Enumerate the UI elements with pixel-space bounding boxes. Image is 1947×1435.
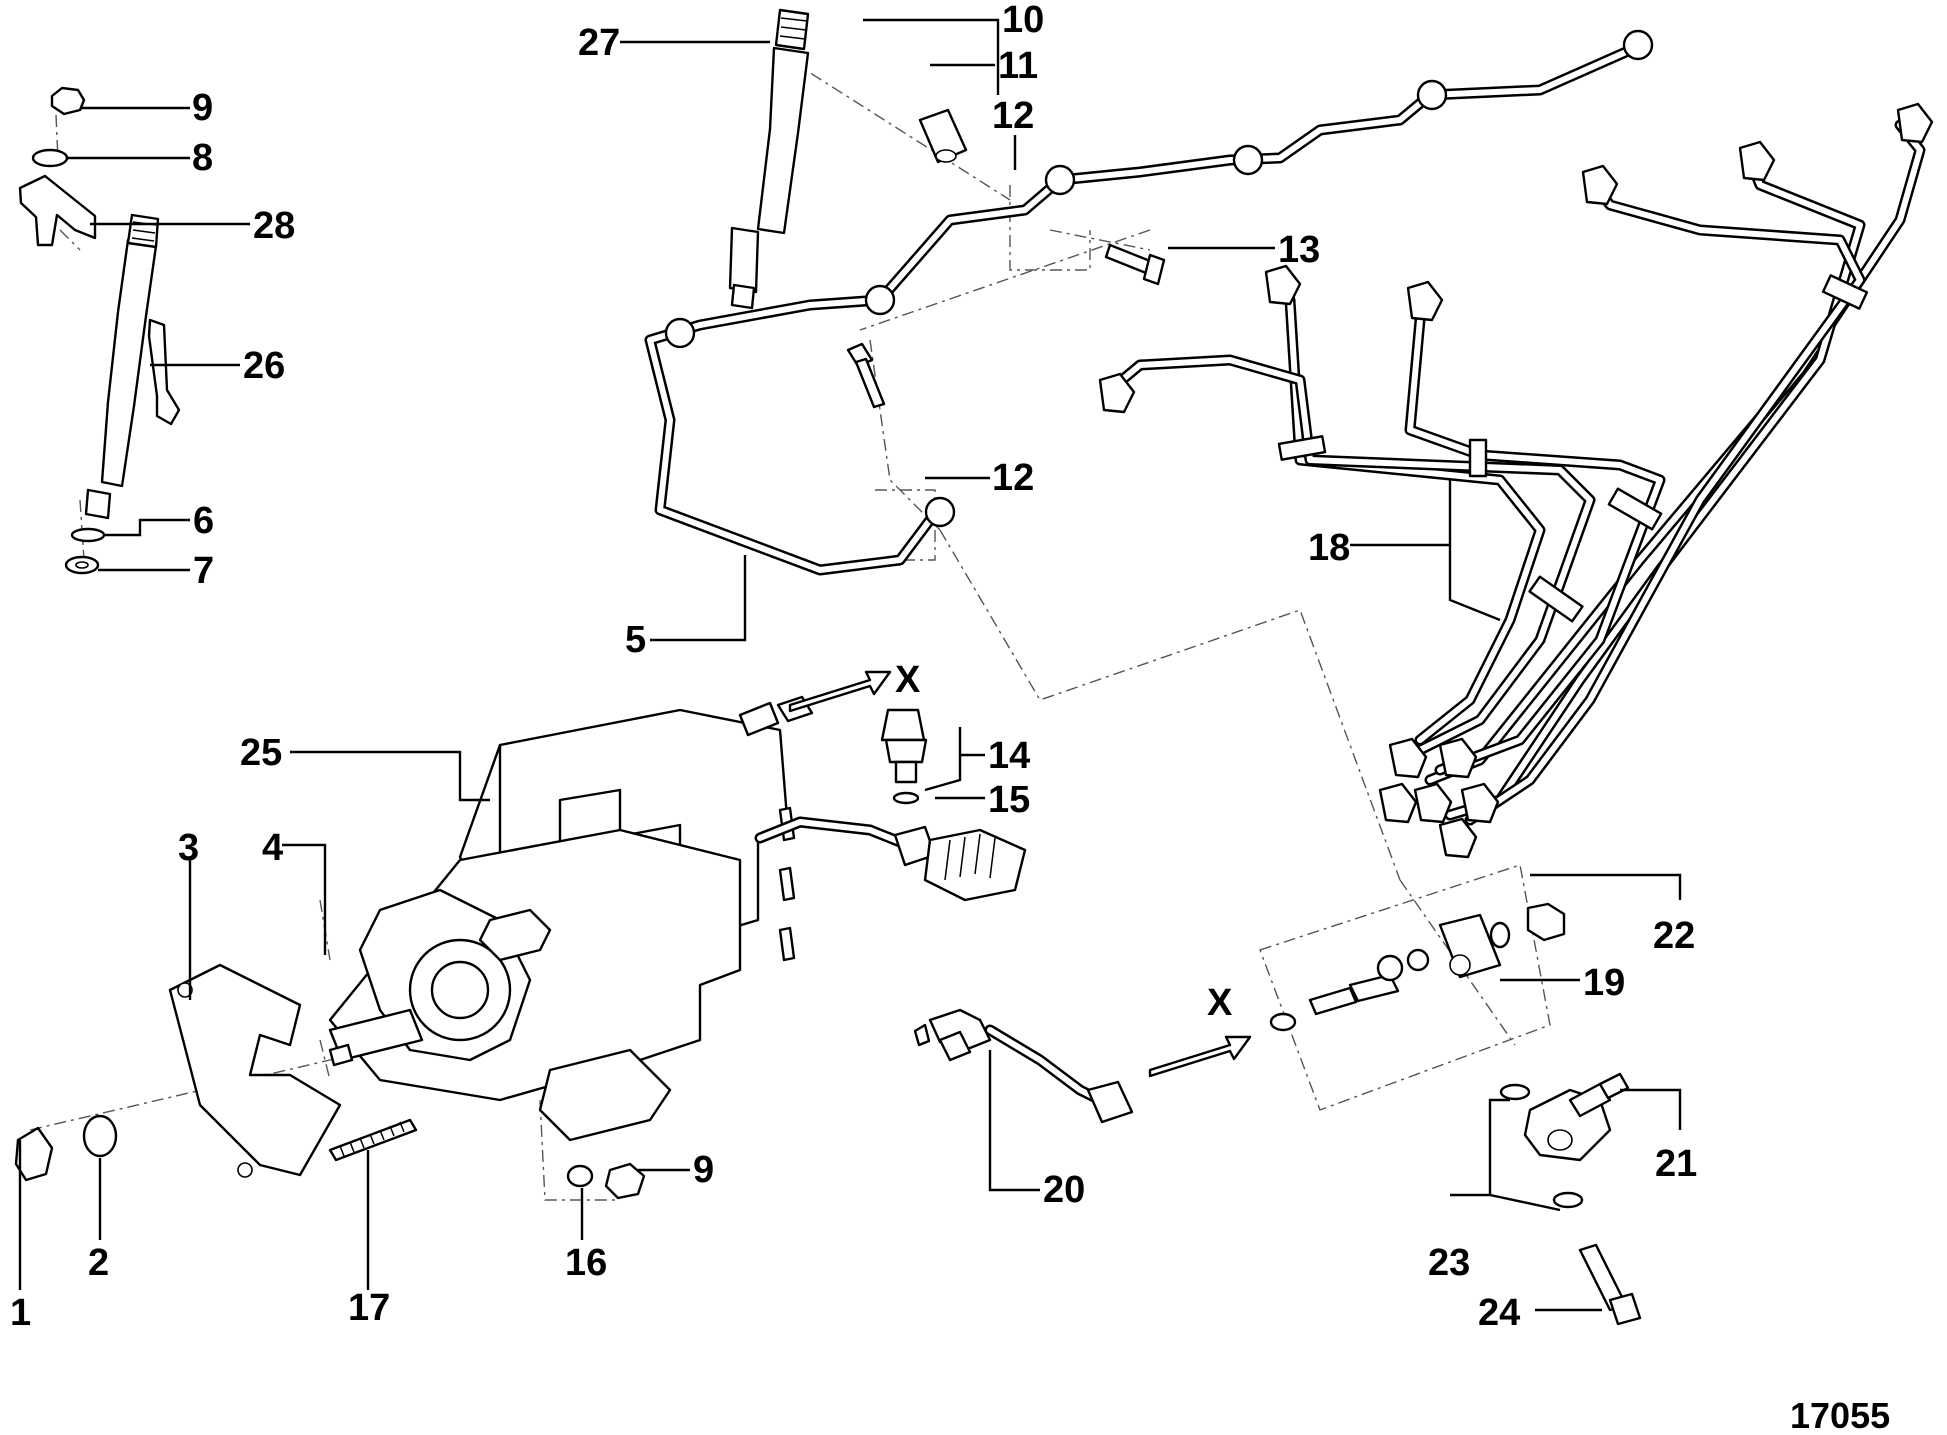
injector-26-assembly	[18, 86, 181, 575]
callout-4: 4	[262, 827, 283, 869]
connection-arrows	[788, 670, 1252, 1078]
callout-28: 28	[253, 205, 295, 247]
washer-15	[892, 791, 920, 805]
callout-14: 14	[988, 735, 1030, 777]
callout-24: 24	[1478, 1292, 1520, 1334]
banjo-fitting-21-assembly	[1499, 1072, 1642, 1326]
screw-13	[1104, 243, 1166, 286]
injection-pipe-5	[644, 29, 1654, 576]
injection-line-harness-18	[1098, 102, 1934, 859]
nut-22	[1526, 902, 1566, 942]
callout-7: 7	[193, 550, 214, 592]
callout-15: 15	[988, 779, 1030, 821]
callout-22: 22	[1653, 915, 1695, 957]
callouts: 9 8 28 26 6 7 27 10 11 12 13 12 5 18 X 1…	[10, 0, 1890, 1435]
callout-20: 20	[1043, 1169, 1085, 1211]
callout-8: 8	[192, 137, 213, 179]
callout-25: 25	[240, 732, 282, 774]
marker-x-top: X	[895, 659, 921, 701]
callout-10: 10	[1002, 0, 1044, 41]
callout-11: 11	[998, 45, 1038, 87]
callout-19: 19	[1583, 962, 1625, 1004]
washer-2	[82, 1114, 118, 1158]
callout-3: 3	[178, 827, 199, 869]
bolt-12	[846, 342, 886, 409]
o-ring-6	[70, 527, 106, 543]
sensor-14	[880, 708, 928, 805]
stud-17	[328, 1118, 418, 1162]
banjo-fitting-11	[918, 108, 968, 164]
callout-21: 21	[1655, 1143, 1697, 1185]
callout-5: 5	[625, 619, 646, 661]
callout-12-mid: 12	[992, 457, 1034, 499]
sensor-20	[913, 1008, 1134, 1124]
figure-number: 17055	[1790, 1395, 1890, 1435]
injection-pump-25	[328, 695, 814, 1142]
leader-lines	[18, 18, 1682, 1312]
callout-26: 26	[243, 345, 285, 387]
injector-26-body	[100, 238, 158, 488]
callout-1: 1	[10, 1292, 31, 1334]
callout-27: 27	[578, 22, 620, 64]
callout-9-bottom: 9	[693, 1149, 714, 1191]
callout-16: 16	[565, 1242, 607, 1284]
callout-17: 17	[348, 1287, 390, 1329]
callout-13: 13	[1278, 229, 1320, 271]
callout-2: 2	[88, 1242, 109, 1284]
callout-12-top: 12	[992, 95, 1034, 137]
nut-9-top	[50, 86, 86, 116]
callout-23: 23	[1428, 1242, 1470, 1284]
gasket-3	[168, 963, 342, 1178]
callout-9-top: 9	[192, 87, 213, 129]
cap-1	[14, 1126, 54, 1182]
banjo-assembly-19	[1269, 902, 1566, 1032]
callout-18: 18	[1308, 527, 1350, 569]
return-line	[754, 816, 1027, 902]
hold-down-clamp-28	[18, 174, 97, 247]
washer-16-nut-9	[566, 1162, 646, 1200]
callout-6: 6	[193, 500, 214, 542]
washer-8	[31, 148, 69, 168]
injector-27	[728, 8, 810, 310]
marker-x-bottom: X	[1207, 982, 1233, 1024]
